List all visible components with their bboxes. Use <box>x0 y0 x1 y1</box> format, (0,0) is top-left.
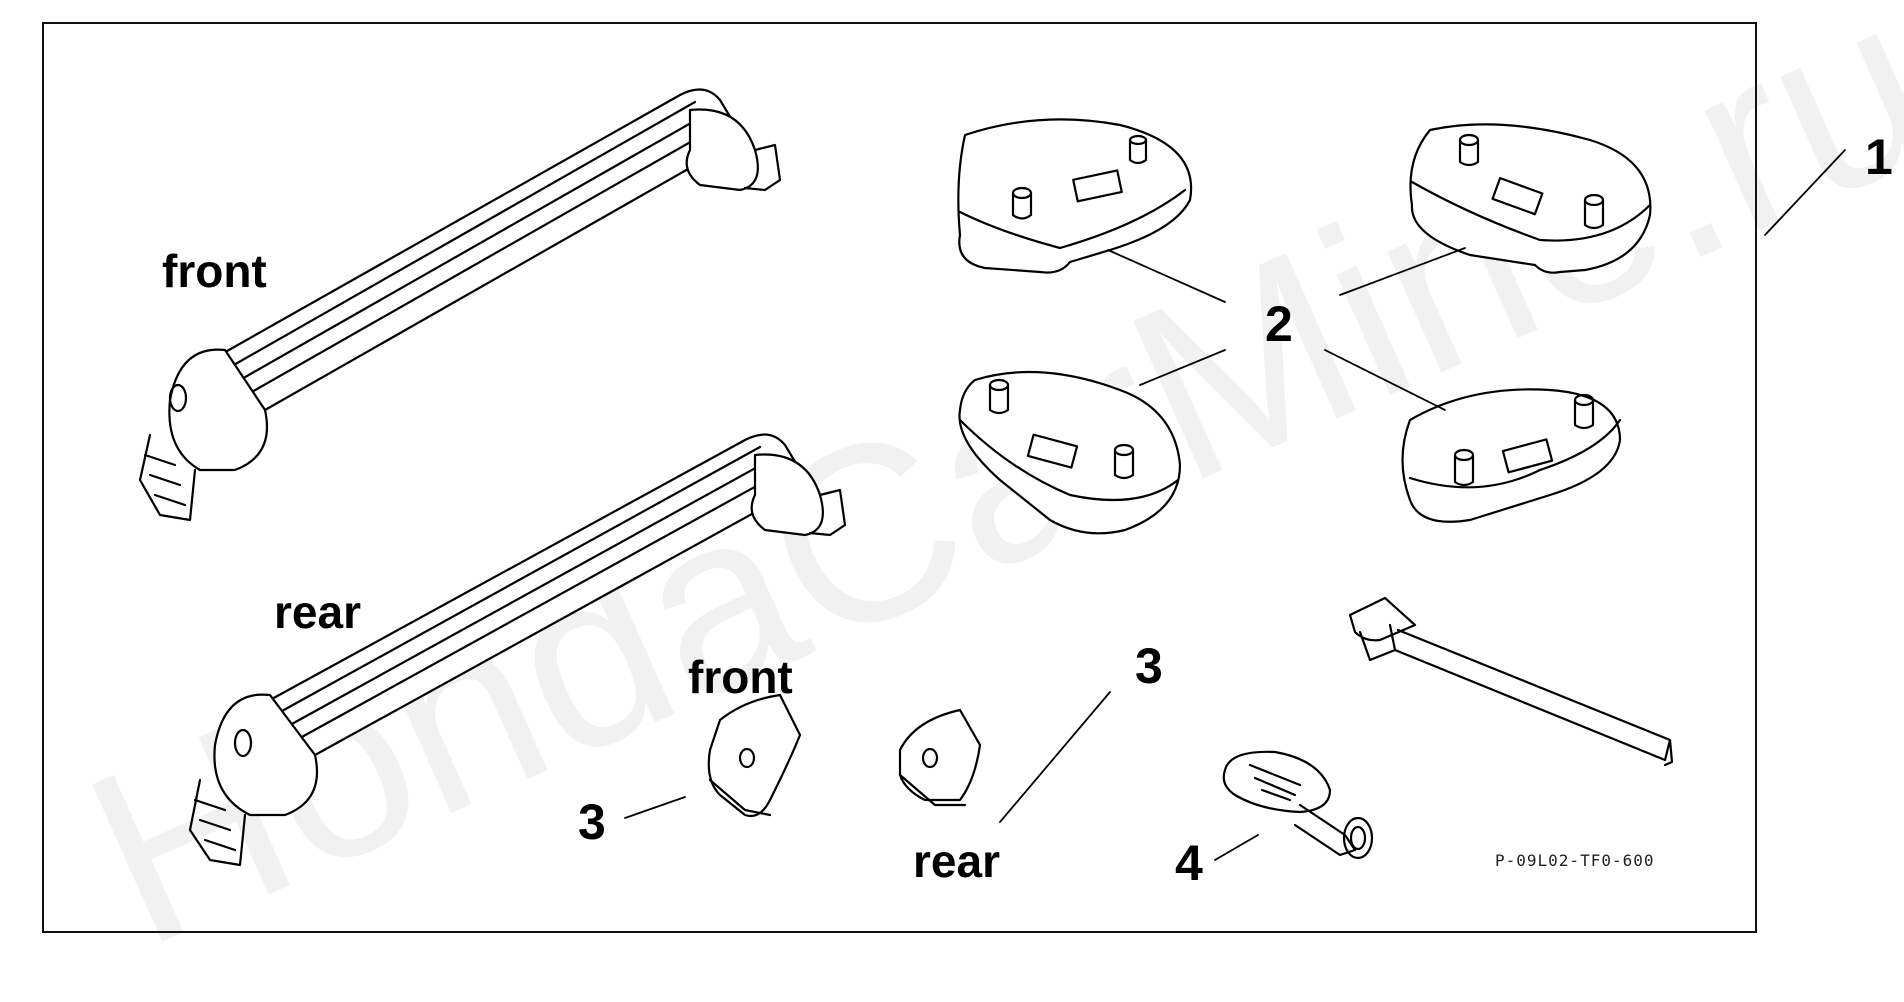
rear-bar-label: rear <box>274 586 361 638</box>
diagram-frame <box>42 22 1757 933</box>
mounting-pad-top-left <box>957 118 1193 274</box>
rear-cap-label: rear <box>913 835 1000 887</box>
callout-4: 4 <box>1175 835 1203 891</box>
lock-key <box>1222 750 1374 860</box>
rear-roof-bar <box>188 433 847 867</box>
callout-3-right: 3 <box>1135 638 1163 694</box>
part-code: P-09L02-TF0-600 <box>1495 851 1655 870</box>
mounting-pad-bottom-right <box>1401 388 1622 523</box>
front-cap-label: front <box>688 651 793 703</box>
mounting-pad-bottom-left <box>958 370 1182 535</box>
t-wrench-tool <box>1348 596 1674 767</box>
end-cap-rear <box>898 708 982 807</box>
end-cap-front <box>707 693 802 818</box>
parts-illustration <box>138 88 1846 867</box>
leader-lines <box>624 149 1846 861</box>
callout-1: 1 <box>1865 129 1893 185</box>
mounting-pad-top-right <box>1409 123 1652 274</box>
callout-2: 2 <box>1265 296 1293 352</box>
front-bar-label: front <box>162 245 267 297</box>
callout-3-left: 3 <box>578 794 606 850</box>
front-roof-bar <box>138 88 782 522</box>
